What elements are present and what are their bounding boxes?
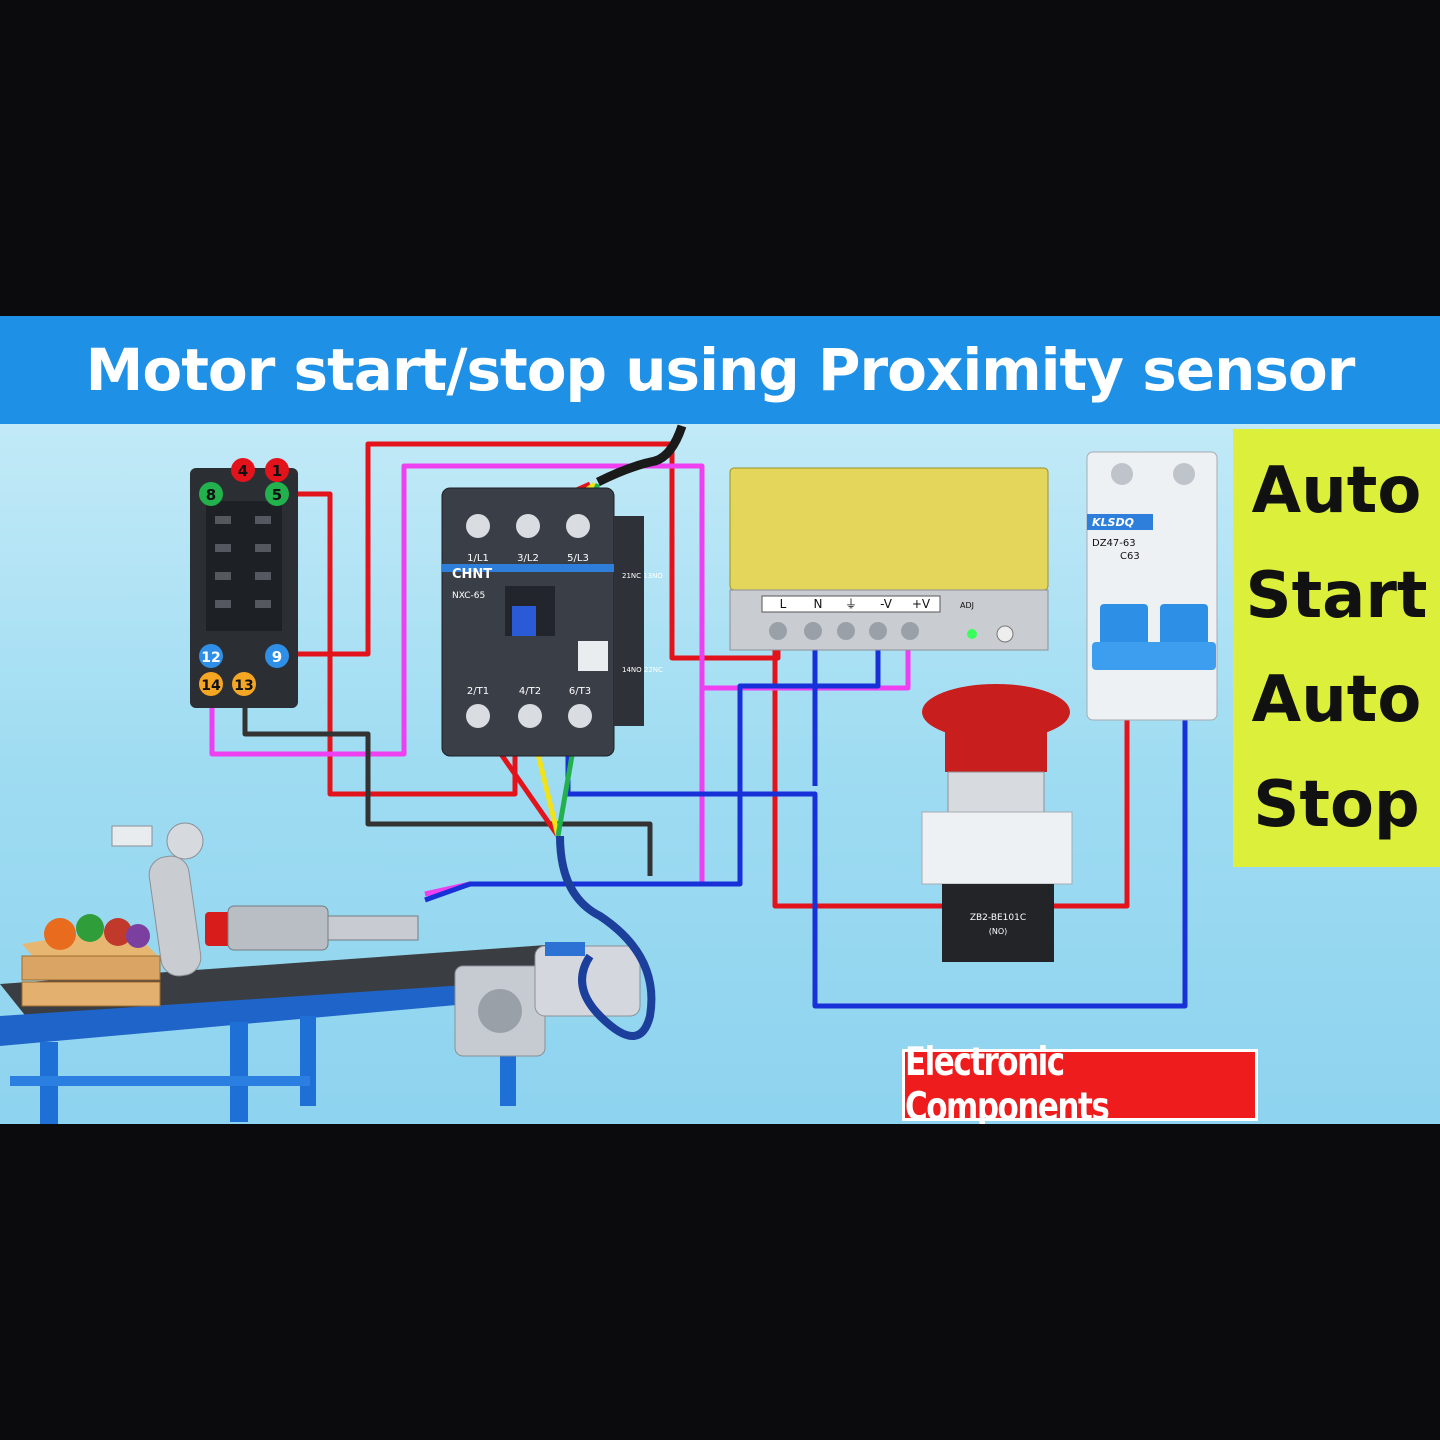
psu-terminal-label: N [814,597,823,611]
psu-adj-label: ADJ [960,601,974,610]
relay-terminal-label: 9 [272,648,282,666]
brand-badge: Electronic Components [902,1040,1258,1124]
breaker-brand: KLSDQ [1092,516,1134,529]
relay-terminal-label: 1 [272,462,282,480]
push-button-model: ZB2-BE101C [970,913,1026,923]
side-panel: Auto Start Auto Stop [1233,429,1440,867]
relay-terminal-label: 12 [201,650,220,666]
brand-badge-text: Electronic Components [905,1040,1110,1124]
wire-magenta-a [209,463,705,884]
contactor-terminal-label: 4/T2 [519,686,541,697]
side-panel-word: Stop [1253,767,1420,842]
breaker-model: DZ47-63 [1092,538,1136,549]
push-button-contact: (NO) [989,927,1008,936]
contactor-aux-bottom: 14NO 22NC [622,666,663,674]
proximity-sensor [205,905,419,951]
side-panel-word: Auto [1251,454,1422,529]
relay-terminal-label: 13 [234,678,253,694]
contactor-model: NXC-65 [452,591,485,601]
breaker-rating: C63 [1120,551,1140,562]
psu-terminal-label: L [780,597,787,611]
relay-terminal-label: 8 [206,486,216,504]
relay-terminal-label: 5 [272,486,282,504]
psu-terminal-label: +V [912,597,931,611]
contactor-aux-top: 21NC 13NO [622,572,663,580]
contactor-terminal-label: 5/L3 [567,553,589,564]
wire-blue-c [424,634,881,903]
title-bar: Motor start/stop using Proximity sensor [0,316,1440,424]
wire-black-a [242,704,653,876]
power-supply: L N ⏚ -V +V ADJ [729,467,1049,651]
contactor: 1/L1 3/L2 5/L3 CHNT NXC-65 21NC 13NO 14N… [441,487,663,757]
wire-blue-a [565,698,1188,1009]
psu-terminal-label: ⏚ [845,597,857,611]
contactor-terminal-label: 3/L2 [517,553,539,564]
side-panel-word: Start [1245,558,1428,633]
lever-arm [111,822,204,977]
contactor-terminal-label: 2/T1 [467,686,489,697]
vegetable-crate [21,914,161,1007]
page-title: Motor start/stop using Proximity sensor [85,336,1356,404]
circuit-breaker: KLSDQ DZ47-63 C63 [1086,451,1218,721]
relay-base: 4 1 8 5 12 9 14 13 [190,458,298,708]
motor-cable [556,835,656,1040]
relay-terminal-label: 14 [201,678,221,694]
contactor-terminal-label: 1/L1 [467,553,489,564]
push-button: ZB2-BE101C (NO) [921,684,1073,962]
gear-motor [454,942,641,1057]
contactor-brand: CHNT [452,567,492,582]
diagram-stage: Motor start/stop using Proximity sensor [0,316,1440,1124]
side-panel-word: Auto [1251,663,1422,738]
relay-terminal-label: 4 [238,462,248,480]
power-cable [595,424,687,487]
psu-terminal-label: -V [880,597,893,611]
contactor-terminal-label: 6/T3 [569,686,591,697]
wiring-diagram: 4 1 8 5 12 9 14 13 1/L1 3/L2 5/L3 [0,424,1218,1124]
